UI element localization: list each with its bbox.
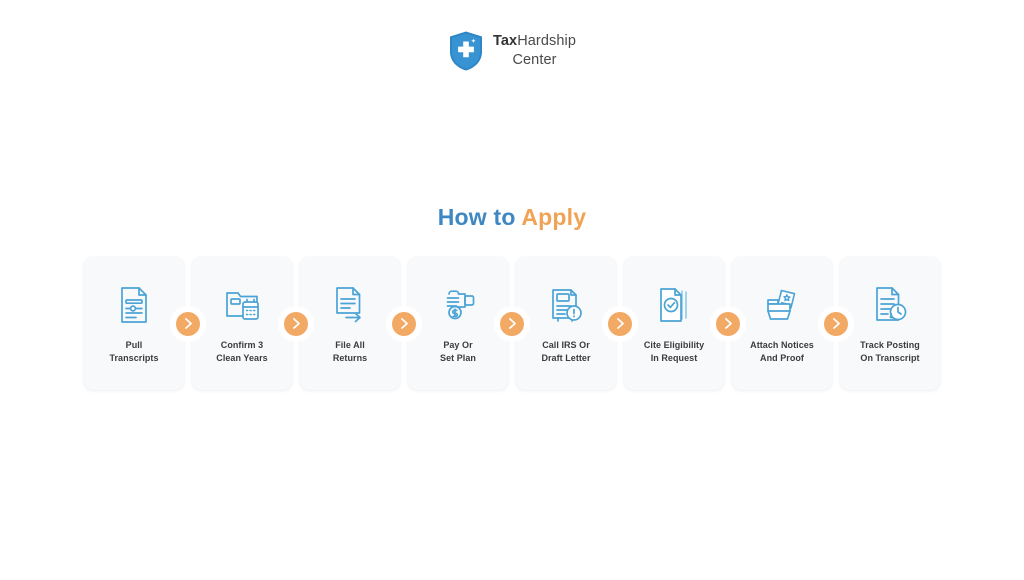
step-connector [284,257,308,390]
chevron-right-icon [716,311,740,336]
step-card[interactable]: Track Posting On Transcript [840,257,940,390]
step-label: Track Posting On Transcript [860,340,920,363]
step-connector [824,257,848,390]
step-card[interactable]: Pull Transcripts [84,257,184,390]
step-card[interactable]: File All Returns [300,257,400,390]
step-label: Attach Notices And Proof [750,340,814,363]
chevron-right-icon [824,311,848,336]
step-connector [176,257,200,390]
brand-name: TaxHardship Center [493,32,576,71]
hand-coin-icon [446,290,475,320]
step-card[interactable]: Confirm 3 Clean Years [192,257,292,390]
folder-papers-icon [767,290,796,321]
chevron-right-icon [392,311,416,336]
step-card[interactable]: Pay Or Set Plan [408,257,508,390]
brand-name-bold: Tax [492,32,518,49]
step-card[interactable]: Attach Notices And Proof [732,257,832,390]
brand-name-line2: Center [512,52,557,68]
heading-accent-text: Apply [521,204,587,230]
brand-logo[interactable]: TaxHardship Center [448,30,576,72]
site-header: TaxHardship Center [0,30,1024,72]
document-lines-icon [121,287,147,324]
tax-document-alert-icon [552,289,582,323]
how-to-apply-steps: Pull Transcripts Confirm 3 Clean Years [84,257,940,390]
step-label: Pull Transcripts [109,340,159,363]
step-label: Call IRS Or Draft Letter [541,340,591,363]
folder-calendar-icon [226,292,259,321]
step-card[interactable]: Call IRS Or Draft Letter [516,257,616,390]
section-heading: How to Apply [0,204,1024,231]
step-connector [392,257,416,390]
step-label: Confirm 3 Clean Years [216,340,268,363]
chevron-right-icon [608,311,632,336]
step-label: Cite Eligibility In Request [643,340,705,363]
step-label: Pay Or Set Plan [440,340,476,363]
step-card[interactable]: Cite Eligibility In Request [624,257,724,390]
chevron-right-icon [284,311,308,336]
step-connector [608,257,632,390]
chevron-right-icon [500,311,524,336]
document-arrow-icon [336,287,361,323]
chevron-right-icon [176,311,200,336]
step-connector [500,257,524,390]
step-connector [716,257,740,390]
heading-primary-text: How to [437,204,522,230]
shield-cross-icon [449,31,482,71]
brand-name-regular: Hardship [517,32,577,49]
step-label: File All Returns [332,340,368,363]
documents-check-icon [660,288,687,323]
document-clock-icon [876,287,907,322]
